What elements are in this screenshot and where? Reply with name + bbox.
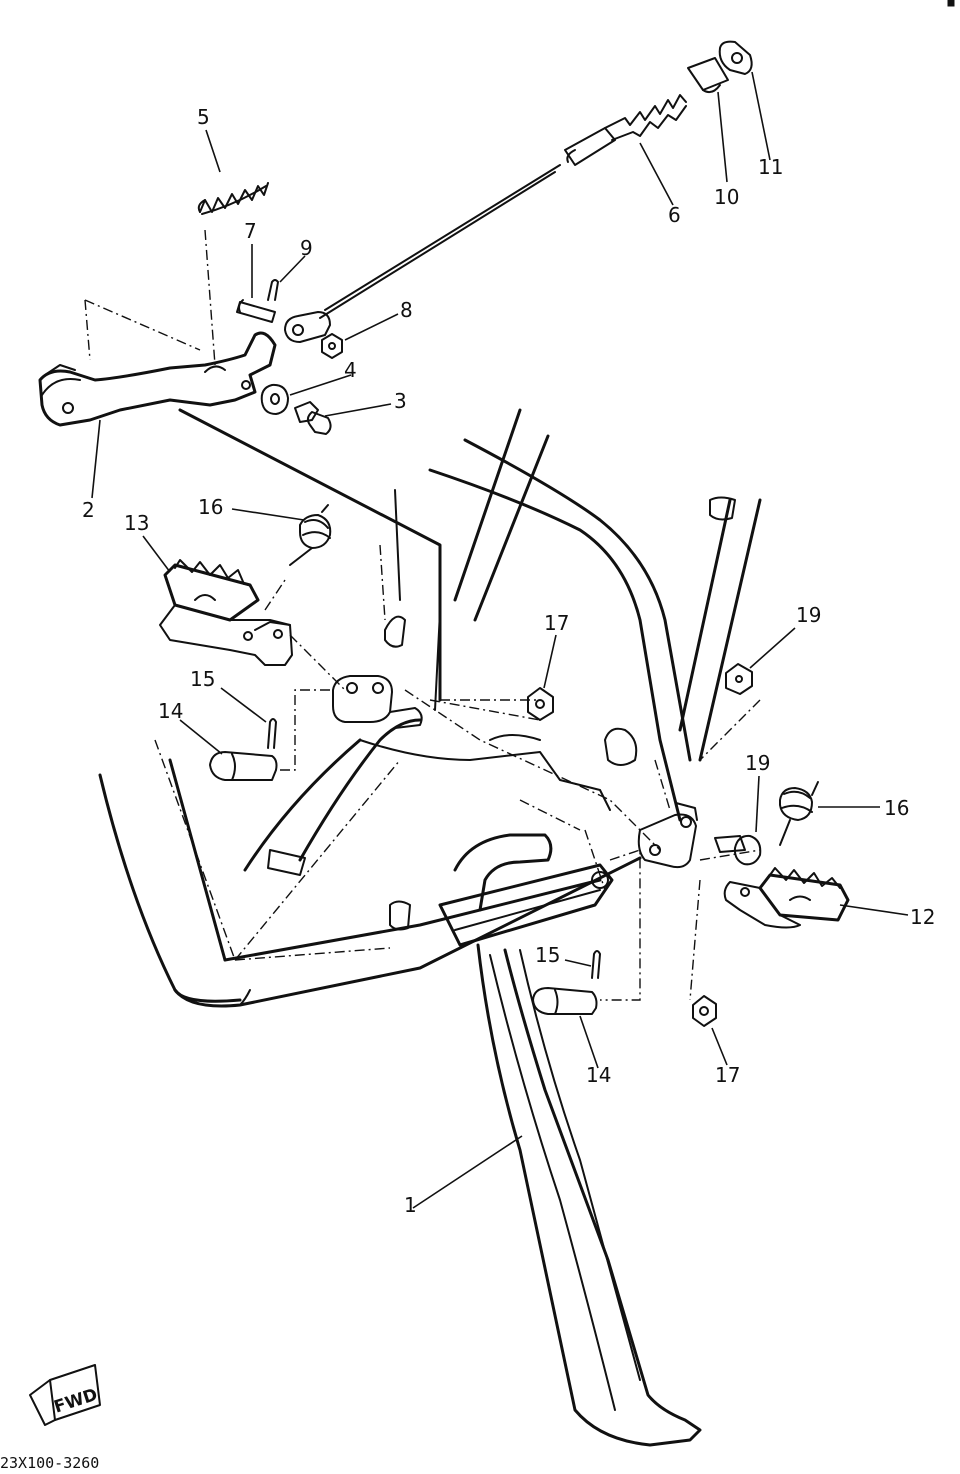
callout-15-right: 15 bbox=[535, 943, 560, 967]
clevis bbox=[284, 311, 331, 343]
corner-mark bbox=[947, 0, 955, 7]
assembly-lines bbox=[84, 229, 761, 1001]
callout-7: 7 bbox=[244, 219, 257, 243]
callout-9: 9 bbox=[300, 236, 313, 260]
callout-14-right: 14 bbox=[586, 1063, 611, 1087]
callout-10: 10 bbox=[714, 185, 739, 209]
rod-end-11 bbox=[718, 40, 753, 75]
callout-15-left: 15 bbox=[190, 667, 215, 691]
callout-19-upper: 19 bbox=[796, 603, 821, 627]
callout-19-lower: 19 bbox=[745, 751, 770, 775]
callout-1: 1 bbox=[404, 1193, 417, 1217]
cotter-15-right bbox=[591, 950, 601, 979]
fwd-arrow-icon bbox=[29, 1364, 101, 1426]
callout-17-lower: 17 bbox=[715, 1063, 740, 1087]
callout-16-right: 16 bbox=[884, 796, 909, 820]
callout-11: 11 bbox=[758, 155, 783, 179]
nut-19-upper bbox=[725, 663, 753, 695]
nut-17-upper bbox=[527, 687, 554, 721]
brake-pedal bbox=[38, 331, 277, 427]
callout-6: 6 bbox=[668, 203, 681, 227]
callout-8: 8 bbox=[400, 298, 413, 322]
leader-lines bbox=[91, 71, 909, 1209]
joint-pin-7 bbox=[236, 299, 276, 323]
nut-8 bbox=[321, 333, 343, 359]
callout-4: 4 bbox=[344, 358, 357, 382]
spring-16-right bbox=[779, 781, 819, 846]
bolt-3 bbox=[294, 401, 332, 435]
drawing-code: 23X100-3260 bbox=[0, 1454, 99, 1472]
nut-17-lower bbox=[692, 995, 717, 1027]
cotter-pin-9 bbox=[267, 279, 279, 301]
callout-3: 3 bbox=[394, 389, 407, 413]
callout-12: 12 bbox=[910, 905, 935, 929]
callout-13: 13 bbox=[124, 511, 149, 535]
pin-14-left bbox=[209, 751, 278, 781]
callout-5: 5 bbox=[197, 105, 210, 129]
side-stand bbox=[438, 833, 702, 1447]
frame bbox=[98, 408, 762, 1008]
adjust-nut-10 bbox=[687, 57, 729, 94]
footrest-12 bbox=[723, 867, 850, 929]
callout-labels: 1 2 3 4 5 6 7 8 9 10 11 12 13 14 14 15 1… bbox=[82, 105, 935, 1217]
callout-17-upper: 17 bbox=[544, 611, 569, 635]
cotter-15-left bbox=[267, 718, 277, 749]
return-spring bbox=[197, 182, 269, 215]
spring-16-left bbox=[289, 504, 332, 566]
callout-16-left: 16 bbox=[198, 495, 223, 519]
footrest-bracket-left bbox=[332, 675, 423, 729]
brake-rod bbox=[319, 94, 687, 319]
pin-14-right bbox=[532, 987, 598, 1015]
bolt-19-lower bbox=[714, 834, 762, 866]
callout-14-left: 14 bbox=[158, 699, 183, 723]
washer-4 bbox=[260, 383, 289, 415]
footrest-13 bbox=[159, 559, 293, 666]
callout-2: 2 bbox=[82, 498, 95, 522]
footrest-bracket-right bbox=[637, 802, 698, 869]
